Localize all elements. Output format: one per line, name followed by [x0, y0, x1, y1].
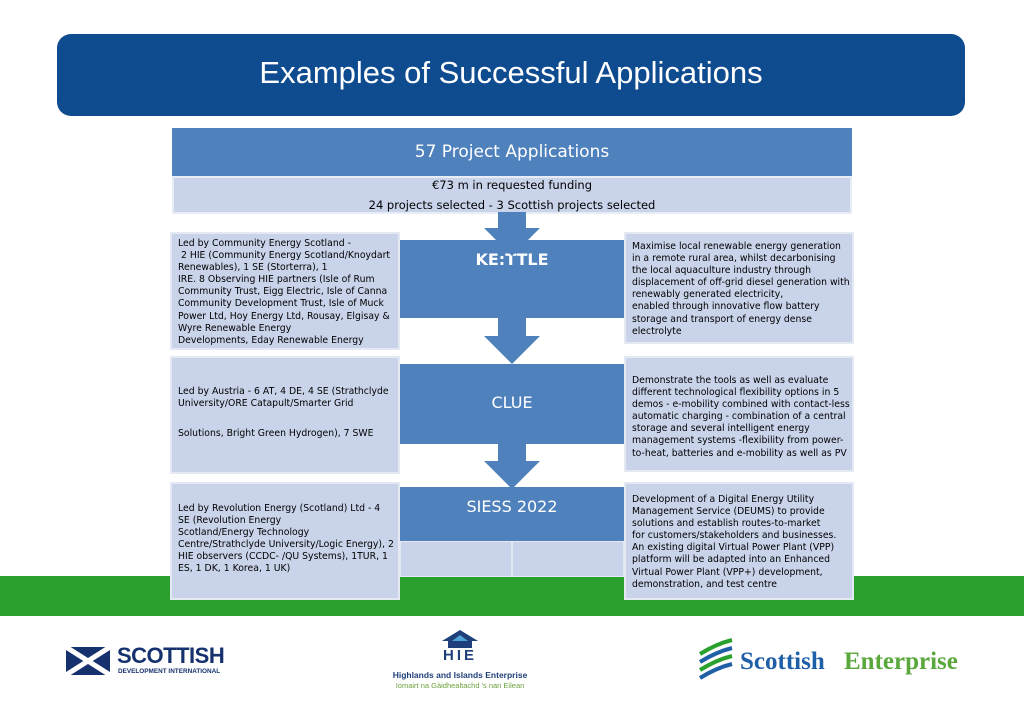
se-word-enterprise: Enterprise	[844, 648, 958, 675]
siess-partners-text: Led by Revolution Energy (Scotland) Ltd …	[178, 503, 394, 575]
clue-description-panel: Demonstrate the tools as well as evaluat…	[624, 356, 854, 472]
funding-text: €73 m in requested funding	[431, 178, 593, 192]
applications-heading: 57 Project Applications	[414, 142, 610, 162]
selected-text: 24 projects selected - 3 Scottish projec…	[368, 198, 656, 212]
clue-partners-text-2: Solutions, Bright Green Hydrogen), 7 SWE	[178, 428, 374, 439]
clue-partners-text-1: Led by Austria - 6 AT, 4 DE, 4 SE (Strat…	[178, 386, 389, 410]
green-band	[0, 576, 1024, 616]
kettle-description-panel: Maximise local renewable energy generati…	[624, 232, 854, 344]
page-title: Examples of Successful Applications	[259, 55, 763, 90]
arrow-down-icon	[484, 212, 540, 256]
siess-description-text: Development of a Digital Energy Utility …	[632, 494, 837, 590]
stage-kettle: KE:TTLE	[400, 240, 624, 318]
sdi-logo-name: SCOTTISH	[117, 643, 225, 668]
saltire-flag-icon	[66, 647, 110, 675]
title-banner: Examples of Successful Applications	[57, 34, 965, 116]
stage-siess-divider	[511, 541, 513, 577]
stage-kettle-label: KE:TTLE	[475, 250, 549, 269]
siess-description-panel: Development of a Digital Energy Utility …	[624, 482, 854, 600]
kettle-partners-text: Led by Community Energy Scotland - 2 HIE…	[178, 238, 391, 346]
stage-siess-label: SIESS 2022	[466, 497, 558, 516]
arrow-down-icon	[484, 443, 540, 489]
siess-partners-panel: Led by Revolution Energy (Scotland) Ltd …	[170, 482, 400, 600]
arrow-down-icon	[484, 318, 540, 364]
summary-box: €73 m in requested funding 24 projects s…	[172, 176, 852, 214]
hie-abbr: HIE	[442, 647, 477, 664]
hie-name: Highlands and Islands Enterprise	[392, 670, 528, 680]
hie-gaelic: Iomairt na Gàidhealtachd 's nan Eilean	[395, 681, 525, 690]
sdi-logo: SCOTTISH DEVELOPMENT INTERNATIONAL	[66, 643, 236, 679]
clue-partners-panel: Led by Austria - 6 AT, 4 DE, 4 SE (Strat…	[170, 356, 400, 474]
hie-logo: HIE Highlands and Islands Enterprise Iom…	[380, 630, 540, 694]
stage-siess: SIESS 2022	[400, 487, 624, 541]
clue-description-text: Demonstrate the tools as well as evaluat…	[632, 375, 850, 459]
stage-clue-label: CLUE	[491, 393, 533, 412]
se-swoosh-icon	[698, 638, 733, 680]
sdi-logo-sub: DEVELOPMENT INTERNATIONAL	[118, 668, 221, 675]
applications-heading-box: 57 Project Applications	[172, 128, 852, 176]
kettle-partners-panel: Led by Community Energy Scotland - 2 HIE…	[170, 232, 400, 350]
kettle-description-text: Maximise local renewable energy generati…	[632, 241, 850, 337]
scottish-enterprise-logo: Scottish Enterprise	[696, 638, 976, 686]
se-word-scottish: Scottish	[740, 648, 825, 675]
hie-roof-icon	[442, 630, 478, 648]
stage-clue: CLUE	[400, 364, 624, 444]
